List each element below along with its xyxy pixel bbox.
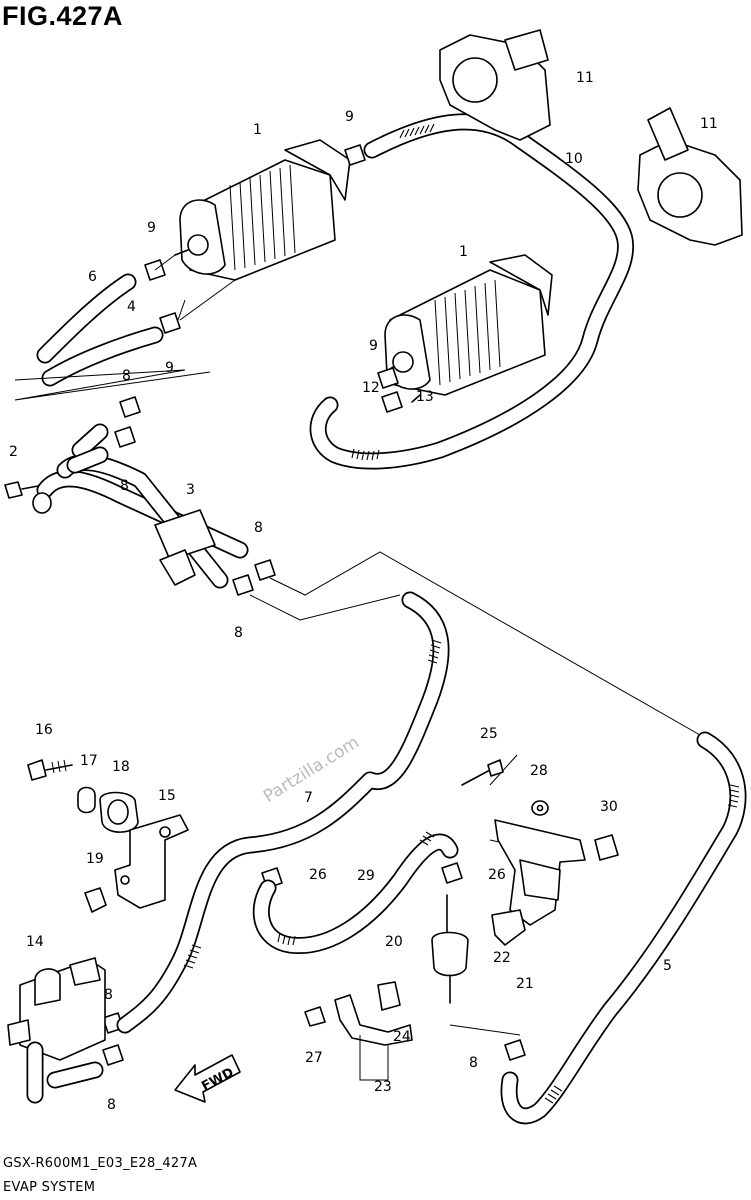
callout-8e: 8 — [104, 987, 113, 1003]
canister-1-upper — [174, 139, 351, 281]
filter-20 — [431, 894, 469, 1004]
callout-11b: 11 — [700, 116, 718, 132]
callout-29: 29 — [357, 868, 375, 884]
guide-line-canister — [154, 254, 236, 321]
hose-4 — [41, 326, 164, 387]
rivet-25 — [461, 759, 504, 786]
callout-18: 18 — [112, 759, 130, 775]
callout-13: 13 — [416, 389, 434, 405]
callout-16: 16 — [35, 722, 53, 738]
guide-line-5 — [269, 551, 701, 736]
callout-8f: 8 — [107, 1097, 116, 1113]
callout-20: 20 — [385, 934, 403, 950]
callout-12: 12 — [362, 380, 380, 396]
callout-8b: 8 — [120, 478, 129, 494]
callout-14: 14 — [26, 934, 44, 950]
bolt-2 — [4, 481, 39, 499]
callout-25: 25 — [480, 726, 498, 742]
callout-9b: 9 — [147, 220, 156, 236]
callout-23: 23 — [374, 1079, 392, 1095]
callout-28: 28 — [530, 763, 548, 779]
footer-name: EVAP SYSTEM — [3, 1180, 96, 1195]
callout-5: 5 — [663, 958, 672, 974]
bracket-11-lower — [637, 107, 743, 246]
callout-4: 4 — [127, 299, 136, 315]
canister-1-lower — [384, 254, 553, 403]
callout-17: 17 — [80, 753, 98, 769]
hose-5 — [500, 731, 747, 1125]
footer-code: GSX-R600M1_E03_E28_427A — [3, 1156, 198, 1171]
callout-21: 21 — [516, 976, 534, 992]
screw-27 — [304, 1006, 326, 1027]
callout-8c: 8 — [254, 520, 263, 536]
bracket-15 — [114, 814, 189, 909]
nut-19 — [84, 887, 107, 913]
callout-8a: 8 — [122, 368, 131, 384]
bracket-11-upper — [439, 29, 551, 141]
callout-7: 7 — [304, 790, 313, 806]
callout-6: 6 — [88, 269, 97, 285]
pipe-assembly-3 — [32, 423, 249, 589]
grommet-18 — [99, 791, 139, 833]
purge-valve-14 — [7, 957, 106, 1104]
spacer-17 — [77, 786, 96, 814]
clamps — [102, 144, 526, 1066]
clip-22 — [491, 909, 526, 946]
callout-26b: 26 — [488, 867, 506, 883]
bolt-16 — [27, 759, 73, 781]
callout-1a: 1 — [253, 122, 262, 138]
callout-9c: 9 — [165, 360, 174, 376]
guide-line-7 — [249, 594, 401, 621]
callout-8g: 8 — [469, 1055, 478, 1071]
callout-8d: 8 — [234, 625, 243, 641]
callout-1b: 1 — [459, 244, 468, 260]
bracket-23-24 — [334, 981, 413, 1081]
callout-19: 19 — [86, 851, 104, 867]
callout-3: 3 — [186, 482, 195, 498]
washer-28 — [531, 800, 549, 816]
callout-labels: 1 1 2 3 4 5 6 7 8 8 8 8 8 8 8 9 9 9 9 10… — [9, 70, 718, 1113]
hose-6 — [36, 273, 137, 364]
callout-15: 15 — [158, 788, 176, 804]
hose-29 — [252, 831, 459, 955]
hose-7 — [116, 591, 450, 1034]
callout-2: 2 — [9, 444, 18, 460]
callout-9a: 9 — [345, 109, 354, 125]
figure-title: FIG.427A — [2, 1, 124, 31]
callout-11a: 11 — [576, 70, 594, 86]
bracket-21 — [494, 819, 586, 926]
fwd-arrow: FWD — [174, 1054, 241, 1103]
callout-30: 30 — [600, 799, 618, 815]
callout-27: 27 — [305, 1050, 323, 1066]
callout-10: 10 — [565, 151, 583, 167]
callout-22: 22 — [493, 950, 511, 966]
callout-9d: 9 — [369, 338, 378, 354]
callout-26a: 26 — [309, 867, 327, 883]
cushion-30 — [594, 834, 619, 861]
leader-hose-group — [14, 369, 211, 401]
callout-24: 24 — [393, 1029, 411, 1045]
